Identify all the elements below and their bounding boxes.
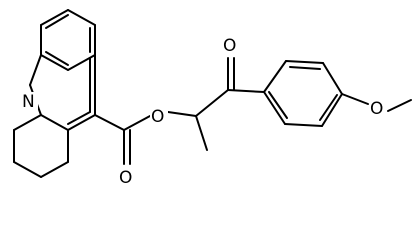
atom-labels: N O O O O <box>20 36 387 188</box>
ketone-oxygen-label: O <box>223 36 236 56</box>
nitrogen-label: N <box>22 92 35 112</box>
chemical-structure-diagram: N O O O O <box>13 9 412 188</box>
methoxy-oxygen-label: O <box>370 99 383 119</box>
ketone-chain <box>195 57 265 151</box>
tetrahydro-ring <box>13 114 69 178</box>
pyridine-ring <box>29 54 96 131</box>
methoxyphenyl-ring <box>263 60 412 127</box>
carbonyl-oxygen-label: O <box>119 168 132 188</box>
top-benzene-ring <box>40 9 96 71</box>
ester-group <box>94 111 197 165</box>
ester-oxygen-label: O <box>151 107 164 127</box>
